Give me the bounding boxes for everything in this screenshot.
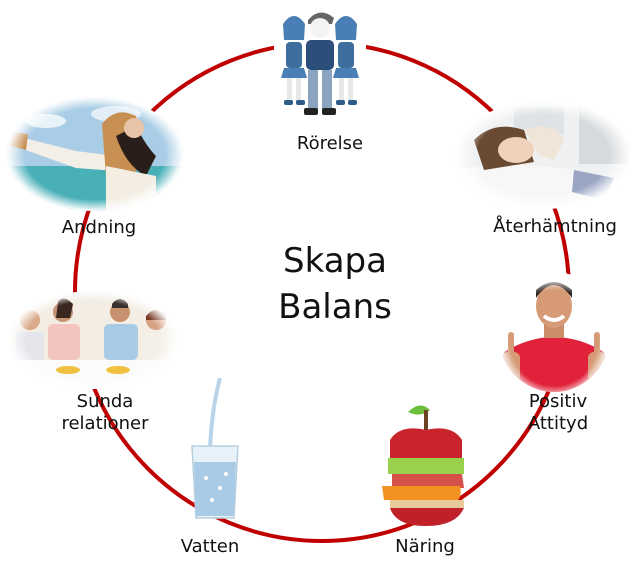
resting-woman-icon <box>455 101 631 209</box>
node-vatten: Vatten <box>150 378 270 558</box>
node-sunda-relationer: Sunda relationer <box>8 290 188 450</box>
breathing-woman-icon <box>7 97 183 211</box>
label-naring: Näring <box>395 536 455 557</box>
center-title-line1: Skapa <box>283 241 387 281</box>
thumbs-up-man-icon <box>498 272 610 392</box>
center-title-line2: Balans <box>278 287 392 327</box>
label-sunda-relationer: Sunda relationer <box>50 391 160 435</box>
label-rorelse: Rörelse <box>296 133 364 154</box>
label-aterhamtning: Återhämtning <box>493 216 617 237</box>
node-rorelse: Rörelse <box>270 4 370 154</box>
label-sunda-relationer-line2: relationer <box>61 413 149 434</box>
label-positiv-attityd-line2: Attityd <box>527 413 589 434</box>
node-andning: Andning <box>6 96 186 246</box>
label-vatten: Vatten <box>180 536 240 557</box>
label-sunda-relationer-line1: Sunda <box>76 391 134 412</box>
node-positiv-attityd: Positiv Attityd <box>496 262 626 442</box>
family-dinner-icon <box>9 291 177 389</box>
node-aterhamtning: Återhämtning <box>450 100 634 250</box>
label-andning: Andning <box>61 217 137 238</box>
label-positiv-attityd: Positiv Attityd <box>496 391 620 435</box>
sliced-apple-icon <box>382 405 464 526</box>
center-title: Skapa Balans <box>250 238 420 330</box>
node-naring: Näring <box>370 400 480 560</box>
water-glass-icon <box>191 378 239 519</box>
dancing-figures-icon <box>274 4 366 122</box>
label-positiv-attityd-line1: Positiv <box>528 391 588 412</box>
